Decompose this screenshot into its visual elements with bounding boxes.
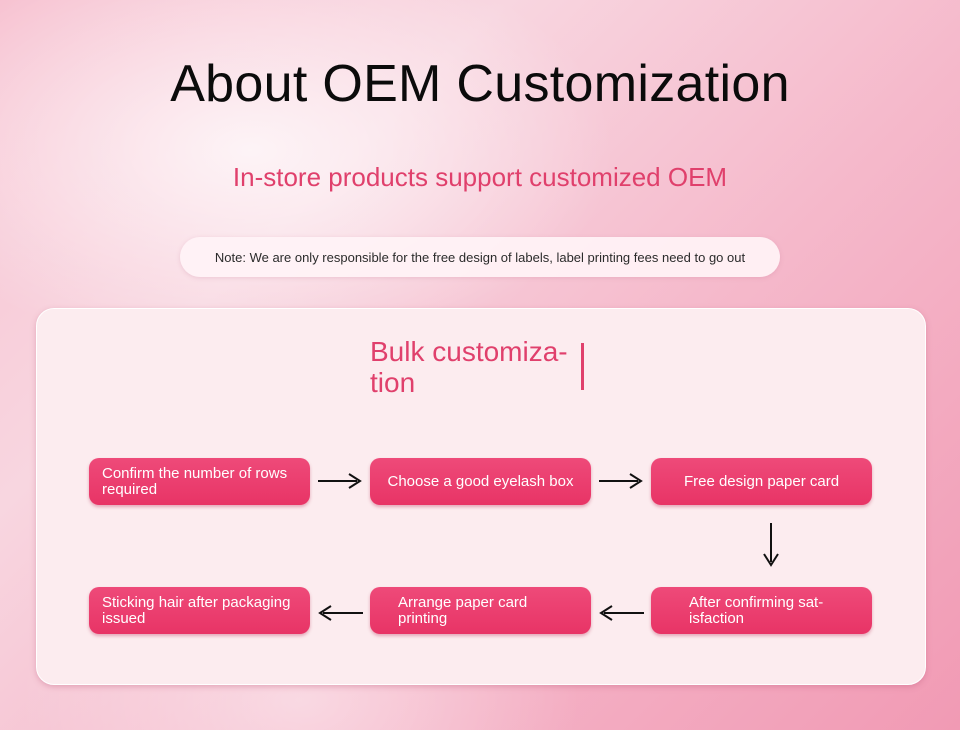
process-title: Bulk customiza- tion (370, 336, 568, 398)
note-banner: Note: We are only responsible for the fr… (180, 237, 780, 277)
page-title: About OEM Customization (170, 55, 790, 113)
step-label: Sticking hair after packaging issued (102, 593, 291, 627)
arrow-left-icon (599, 605, 644, 621)
page-subtitle: In-store products support customized OEM (232, 162, 728, 192)
arrow-down-icon (763, 523, 779, 567)
step-label: Free design paper card (683, 472, 840, 490)
step-after-confirming: After confirming sat- isfaction (651, 587, 872, 634)
arrow-right-icon (318, 473, 362, 489)
step-label: After confirming sat- isfaction (689, 593, 824, 627)
arrow-left-icon (318, 605, 363, 621)
step-label: Confirm the number of rows required (102, 464, 288, 498)
arrow-right-icon (599, 473, 643, 489)
step-free-design: Free design paper card (651, 458, 872, 505)
step-arrange-printing: Arrange paper card printing (370, 587, 591, 634)
step-confirm-rows: Confirm the number of rows required (89, 458, 310, 505)
text-cursor-bar (581, 343, 584, 390)
step-choose-box: Choose a good eyelash box (370, 458, 591, 505)
step-label: Arrange paper card printing (398, 593, 528, 627)
step-label: Choose a good eyelash box (387, 472, 574, 490)
step-sticking-hair: Sticking hair after packaging issued (89, 587, 310, 634)
note-text: Note: We are only responsible for the fr… (214, 249, 746, 265)
